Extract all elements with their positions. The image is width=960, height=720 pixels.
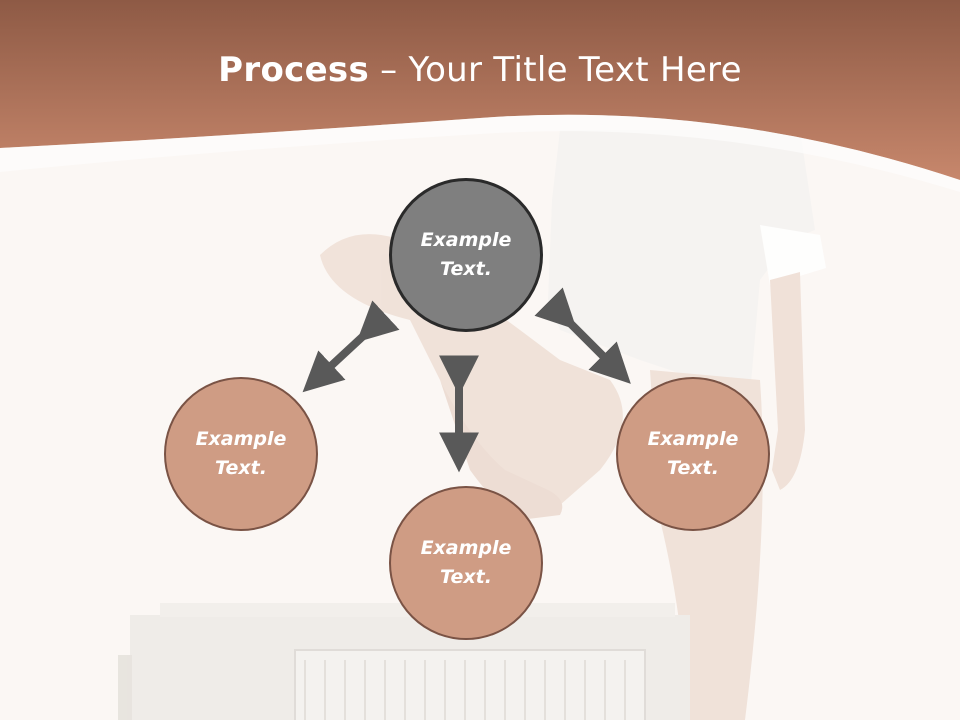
node-left: Example Text. xyxy=(164,377,318,531)
title-bold: Process xyxy=(218,50,370,90)
header-band xyxy=(0,0,960,192)
slide-title: Process – Your Title Text Here xyxy=(0,50,960,90)
node-bottom: Example Text. xyxy=(389,486,543,640)
arrow-top-right xyxy=(534,287,631,384)
arrow-top-left xyxy=(302,300,400,393)
node-left-label: Example Text. xyxy=(195,428,287,479)
title-rest: – Your Title Text Here xyxy=(369,50,742,90)
node-top: Example Text. xyxy=(389,178,543,332)
node-right: Example Text. xyxy=(616,377,770,531)
node-right-label: Example Text. xyxy=(647,428,739,479)
node-top-label: Example Text. xyxy=(420,229,512,280)
node-bottom-label: Example Text. xyxy=(420,537,512,588)
